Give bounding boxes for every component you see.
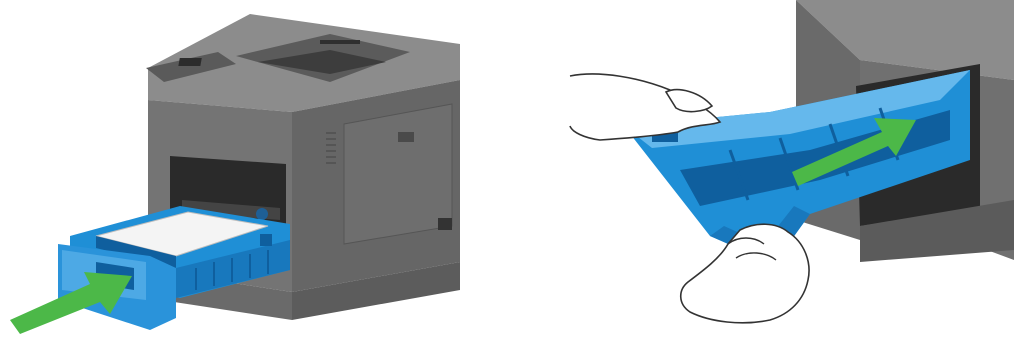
tray-latch-icon xyxy=(260,234,272,246)
output-bin-guide xyxy=(320,40,360,44)
right-hand xyxy=(681,224,809,323)
feed-roller xyxy=(256,208,268,220)
control-panel-display xyxy=(178,58,201,66)
power-port-icon xyxy=(438,218,452,230)
duplex-unit-insert-illustration xyxy=(560,0,1014,339)
duplex-unit-insert-panel xyxy=(560,0,1014,339)
printer-tray-insert-illustration xyxy=(0,0,500,339)
printer-tray-insert-panel xyxy=(0,0,500,339)
side-door xyxy=(344,104,452,244)
side-door-handle-icon xyxy=(398,132,414,142)
